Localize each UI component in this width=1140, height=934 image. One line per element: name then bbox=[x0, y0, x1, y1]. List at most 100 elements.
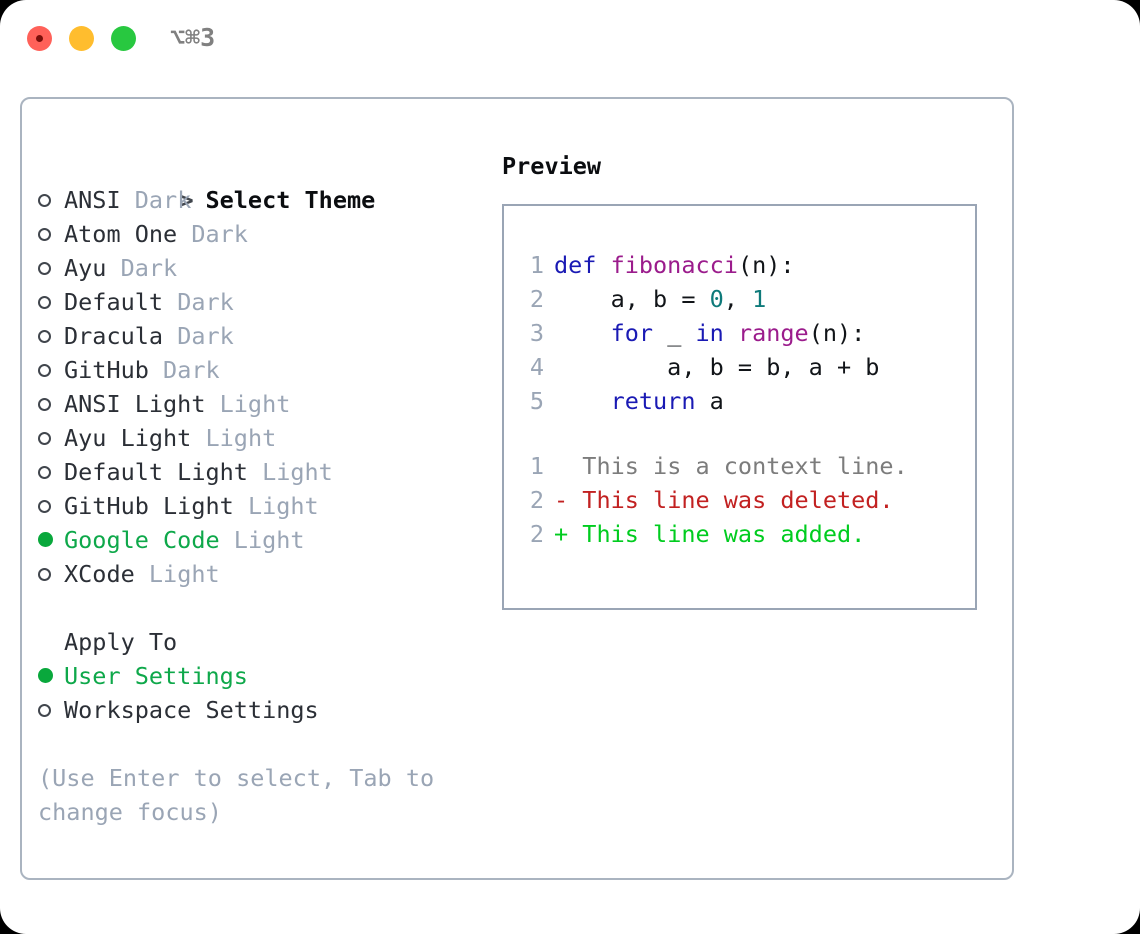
theme-list-item[interactable]: GitHub Dark bbox=[38, 353, 488, 387]
code-token bbox=[554, 319, 611, 347]
diff-sign: - bbox=[554, 486, 569, 514]
diff-line: 2- This line was deleted. bbox=[520, 483, 908, 517]
diff-text: This is a context line. bbox=[568, 452, 908, 480]
label-spacer bbox=[248, 458, 262, 486]
label-spacer bbox=[205, 390, 219, 418]
theme-name-label: Default Light bbox=[64, 458, 248, 486]
theme-name-label: Default bbox=[64, 288, 164, 316]
theme-list-item[interactable]: Google Code Light bbox=[38, 523, 488, 557]
bullet-hollow-icon bbox=[38, 432, 51, 445]
bullet-hollow-icon bbox=[38, 330, 51, 343]
theme-list-heading-label: Select Theme bbox=[205, 186, 376, 214]
theme-name-label: Dracula bbox=[64, 322, 164, 350]
apply-to-option[interactable]: Workspace Settings bbox=[38, 693, 488, 727]
label-spacer bbox=[121, 186, 135, 214]
bullet-hollow-icon bbox=[38, 194, 51, 207]
code-token: fibonacci bbox=[610, 251, 738, 279]
theme-variant-tag: Dark bbox=[120, 254, 178, 282]
bullet-hollow-icon bbox=[38, 262, 51, 275]
theme-list-item[interactable]: Dracula Dark bbox=[38, 319, 488, 353]
theme-list-item[interactable]: Atom One Dark bbox=[38, 217, 488, 251]
theme-list-item[interactable]: ANSI Light Light bbox=[38, 387, 488, 421]
radio-selected-icon bbox=[38, 659, 64, 693]
code-line: 5 return a bbox=[520, 384, 879, 418]
theme-variant-tag: Light bbox=[247, 492, 319, 520]
theme-list-item[interactable]: Ayu Dark bbox=[38, 251, 488, 285]
apply-to-option-label: User Settings bbox=[64, 662, 248, 690]
code-token: a bbox=[709, 387, 724, 415]
label-spacer bbox=[177, 220, 191, 248]
radio-unselected-icon bbox=[38, 557, 64, 591]
apply-to-option[interactable]: User Settings bbox=[38, 659, 488, 693]
label-spacer bbox=[163, 288, 177, 316]
radio-unselected-icon bbox=[38, 217, 64, 251]
code-line: 3 for _ in range(n): bbox=[520, 316, 879, 350]
code-token: _ bbox=[667, 319, 696, 347]
bullet-hollow-icon bbox=[38, 228, 51, 241]
code-token: return bbox=[610, 387, 710, 415]
theme-list-item[interactable]: Ayu Light Light bbox=[38, 421, 488, 455]
diff-text: This line was deleted. bbox=[568, 486, 894, 514]
minimize-window-button[interactable] bbox=[69, 26, 94, 51]
theme-list-heading: >Select Theme bbox=[38, 149, 488, 214]
code-line-number: 2 bbox=[529, 285, 544, 313]
theme-list-item[interactable]: Default Dark bbox=[38, 285, 488, 319]
code-token: 1 bbox=[752, 285, 767, 313]
radio-unselected-icon bbox=[38, 251, 64, 285]
code-line-number: 3 bbox=[529, 319, 544, 347]
label-spacer bbox=[220, 526, 234, 554]
diff-line: 1 This is a context line. bbox=[520, 449, 908, 483]
radio-unselected-icon bbox=[38, 183, 64, 217]
theme-name-label: Ayu bbox=[64, 254, 107, 282]
diff-sign: + bbox=[554, 520, 569, 548]
radio-unselected-icon bbox=[38, 489, 64, 523]
list-spacer bbox=[38, 591, 488, 625]
bullet-hollow-icon bbox=[38, 364, 51, 377]
theme-variant-tag: Light bbox=[262, 458, 333, 486]
label-spacer bbox=[135, 560, 149, 588]
code-token: 0 bbox=[709, 285, 724, 313]
theme-name-label: GitHub Light bbox=[64, 492, 234, 520]
radio-unselected-icon bbox=[38, 421, 64, 455]
bullet-hollow-icon bbox=[38, 568, 51, 581]
radio-unselected-icon bbox=[38, 353, 64, 387]
code-token: for bbox=[610, 319, 668, 347]
bullet-filled-icon bbox=[38, 532, 53, 547]
theme-name-label: Atom One bbox=[64, 220, 178, 248]
maximize-window-button[interactable] bbox=[111, 26, 136, 51]
code-token: a, b = b, a + b bbox=[554, 353, 880, 381]
diff-line-number: 2 bbox=[529, 520, 544, 548]
radio-unselected-icon bbox=[38, 285, 64, 319]
theme-variant-tag: Dark bbox=[134, 186, 192, 214]
code-token: def bbox=[554, 251, 611, 279]
theme-list-item[interactable]: Default Light Light bbox=[38, 455, 488, 489]
keyboard-hint-line-2: change focus) bbox=[38, 798, 222, 826]
radio-unselected-icon bbox=[38, 455, 64, 489]
bullet-hollow-icon bbox=[38, 398, 51, 411]
theme-name-label: XCode bbox=[64, 560, 135, 588]
diff-text: This line was added. bbox=[568, 520, 866, 548]
radio-unselected-icon bbox=[38, 387, 64, 421]
theme-list-item[interactable]: XCode Light bbox=[38, 557, 488, 591]
theme-variant-tag: Dark bbox=[177, 288, 234, 316]
theme-name-label: Ayu Light bbox=[64, 424, 192, 452]
bullet-filled-icon bbox=[38, 668, 53, 683]
code-line-number: 4 bbox=[529, 353, 544, 381]
diff-sign bbox=[554, 452, 568, 480]
radio-unselected-icon bbox=[38, 319, 64, 353]
close-window-button[interactable] bbox=[27, 26, 52, 51]
code-token bbox=[554, 387, 611, 415]
code-token: in bbox=[695, 319, 738, 347]
code-token: (n): bbox=[808, 319, 866, 347]
label-spacer bbox=[191, 424, 205, 452]
radio-selected-icon bbox=[38, 523, 64, 557]
theme-list-item[interactable]: ANSI Dark bbox=[38, 183, 488, 217]
theme-variant-tag: Light bbox=[219, 390, 291, 418]
theme-name-label: GitHub bbox=[64, 356, 149, 384]
code-token: a, b = bbox=[554, 285, 710, 313]
theme-list-item[interactable]: GitHub Light Light bbox=[38, 489, 488, 523]
